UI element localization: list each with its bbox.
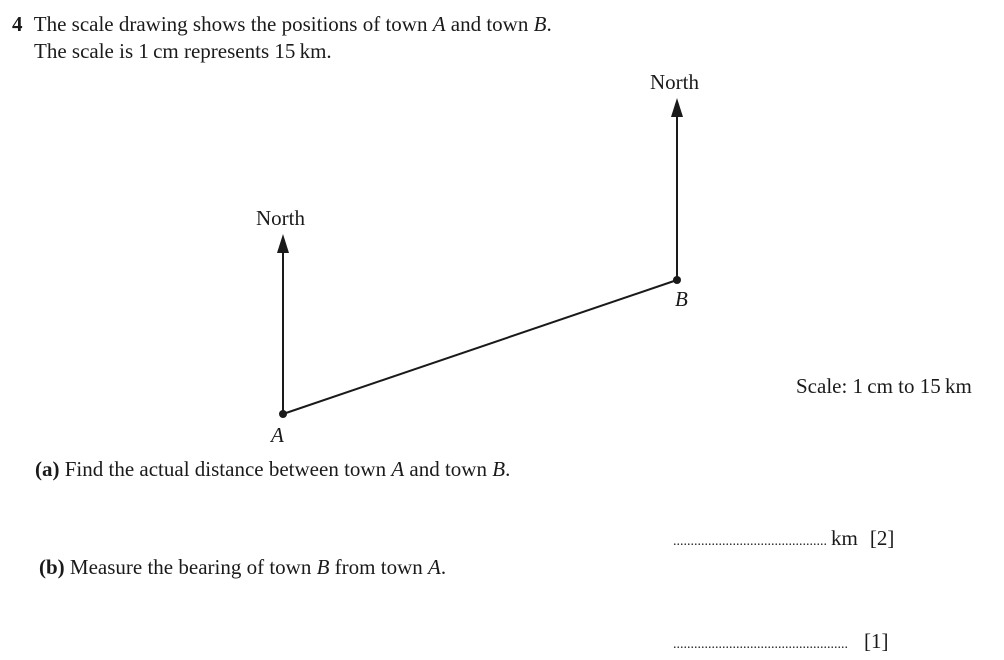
question-number: 4 <box>12 12 23 36</box>
point-b-label: B <box>675 287 688 311</box>
north-arrowhead-b-icon <box>671 98 683 117</box>
point-a <box>279 410 287 418</box>
question-line-2: The scale is 1 cm represents 15 km. <box>34 39 332 63</box>
question-text-1: The scale drawing shows the positions of… <box>33 12 552 36</box>
part-b-answer-dots[interactable]: ........................................… <box>673 637 848 652</box>
part-a-label: (a) <box>35 457 60 481</box>
part-b-text: (b) Measure the bearing of town B from t… <box>39 555 447 579</box>
part-a-answer-dots[interactable]: ........................................… <box>673 534 827 549</box>
part-a-text: (a) Find the actual distance between tow… <box>35 457 511 481</box>
part-b-marks: [1] <box>864 629 889 653</box>
part-b-label: (b) <box>39 555 65 579</box>
north-arrowhead-a-icon <box>277 234 289 253</box>
part-b-answer-line[interactable]: ........................................… <box>673 631 889 652</box>
question-line-1: 4 The scale drawing shows the positions … <box>12 14 552 35</box>
point-b <box>673 276 681 284</box>
line-ab <box>282 279 678 415</box>
north-label-b: North <box>650 70 699 94</box>
part-a-answer-line[interactable]: ........................................… <box>673 528 894 549</box>
part-a-marks: [2] <box>869 526 895 550</box>
point-a-label: A <box>271 423 284 447</box>
scale-label: Scale: 1 cm to 15 km <box>796 374 972 398</box>
part-a-unit: km <box>831 526 858 550</box>
north-label-a: North <box>256 206 305 230</box>
